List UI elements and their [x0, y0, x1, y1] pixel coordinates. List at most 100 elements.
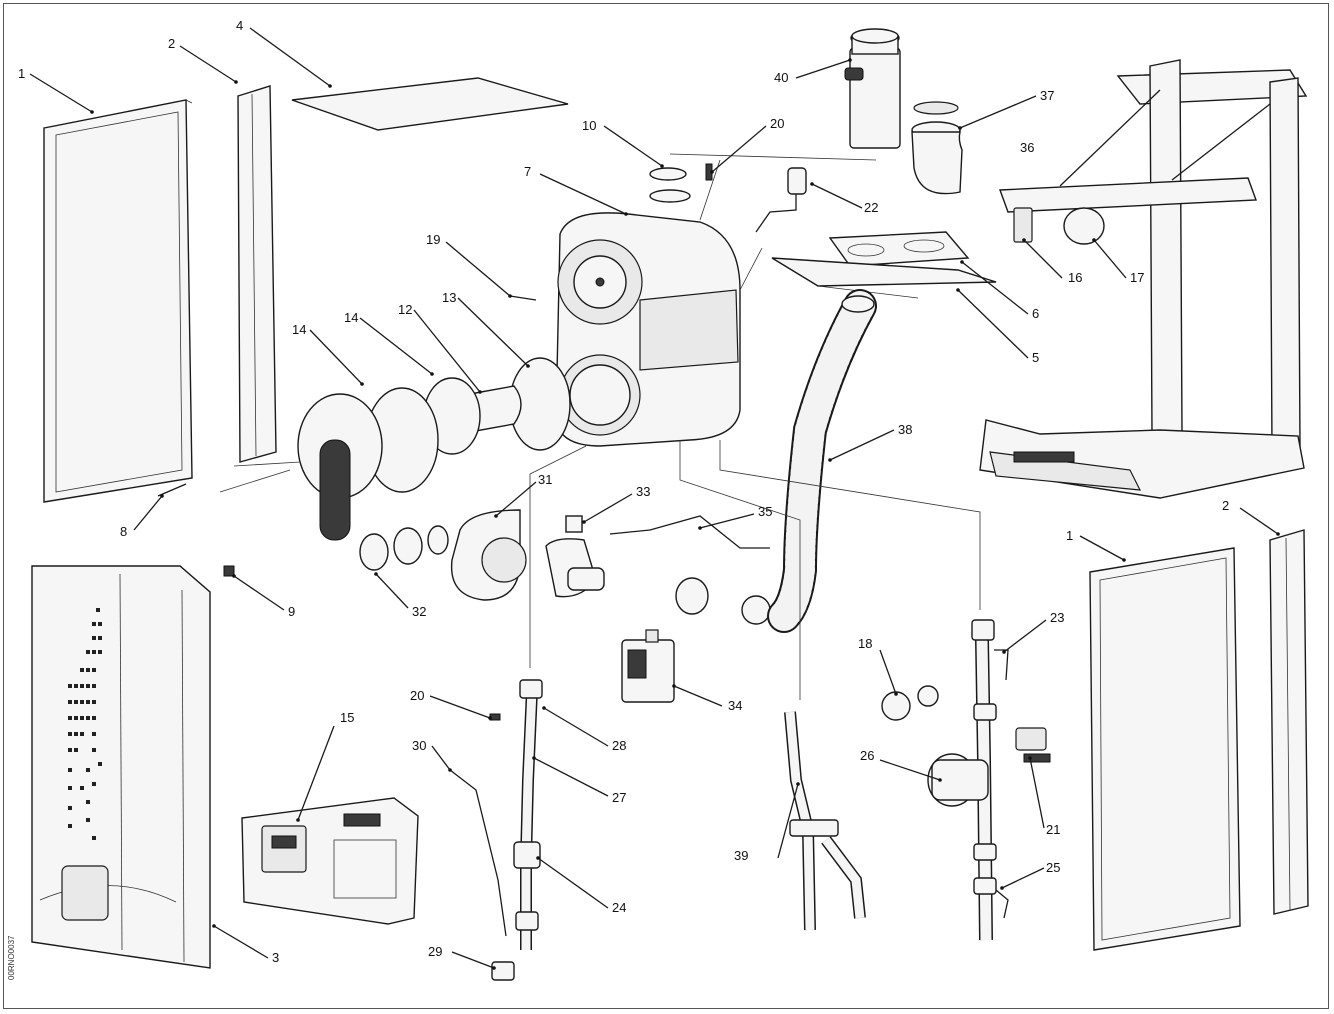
- flue-elbow: [911, 101, 963, 195]
- leader-line: [451, 951, 495, 969]
- leader-line: [711, 125, 767, 173]
- leader-line: [233, 575, 285, 611]
- leader-arrowhead: [1002, 650, 1006, 654]
- callout-9: 9: [232, 574, 295, 619]
- clip-9: [223, 565, 235, 577]
- callout-28: 28: [542, 706, 626, 753]
- callout-number: 19: [426, 232, 440, 247]
- leader-arrowhead: [90, 110, 94, 114]
- gas-valve-34: [621, 629, 675, 703]
- callout-number: 26: [860, 748, 874, 763]
- side-panel-right: [1089, 547, 1241, 951]
- leader-line: [133, 495, 163, 531]
- leader-arrowhead: [1276, 532, 1280, 536]
- leader-arrowhead: [958, 126, 962, 130]
- callout-33: 33: [582, 484, 650, 524]
- callout-38: 38: [828, 422, 912, 462]
- side-panel-left: [43, 99, 193, 503]
- leader-arrowhead: [448, 768, 452, 772]
- leader-arrowhead: [488, 716, 492, 720]
- flue-adaptor: [844, 28, 901, 149]
- callout-number: 15: [340, 710, 354, 725]
- side-rail-right: [1269, 529, 1309, 915]
- callout-8: 8: [120, 494, 164, 539]
- sensor-part-16: [1013, 207, 1033, 243]
- callout-number: 1: [18, 66, 25, 81]
- callout-number: 30: [412, 738, 426, 753]
- callout-34: 34: [672, 684, 742, 713]
- callout-number: 27: [612, 790, 626, 805]
- leader-line: [961, 261, 1029, 315]
- rings-32: [359, 525, 449, 571]
- callout-12: 12: [398, 302, 482, 394]
- leader-line: [179, 45, 237, 83]
- leader-line: [543, 707, 609, 747]
- callout-27: 27: [532, 756, 626, 805]
- callout-number: 10: [582, 118, 596, 133]
- callout-number: 4: [236, 18, 243, 33]
- leader-arrowhead: [956, 288, 960, 292]
- leader-arrowhead: [360, 382, 364, 386]
- callout-number: 39: [734, 848, 748, 863]
- callout-number: 38: [898, 422, 912, 437]
- callout-number: 21: [1046, 822, 1060, 837]
- electrode-8: [157, 483, 187, 497]
- leader-line: [431, 745, 451, 771]
- callout-number: 5: [1032, 350, 1039, 365]
- leader-arrowhead: [536, 856, 540, 860]
- callout-35: 35: [698, 504, 772, 530]
- leader-arrowhead: [542, 706, 546, 710]
- callout-number: 34: [728, 698, 742, 713]
- leader-arrowhead: [494, 514, 498, 518]
- leader-arrowhead: [492, 966, 496, 970]
- leader-arrowhead: [212, 924, 216, 928]
- leader-line: [29, 73, 93, 113]
- leader-line: [1093, 239, 1127, 279]
- callout-1: 1: [1066, 528, 1126, 562]
- callout-6: 6: [960, 260, 1039, 321]
- callout-22: 22: [810, 182, 878, 215]
- callout-number: 14: [344, 310, 358, 325]
- callout-15: 15: [296, 710, 354, 822]
- callout-number: 29: [428, 944, 442, 959]
- callout-2: 2: [168, 36, 238, 84]
- leader-arrowhead: [796, 782, 800, 786]
- callout-number: 32: [412, 604, 426, 619]
- callout-24: 24: [536, 856, 626, 915]
- callout-14: 14: [292, 322, 364, 386]
- leader-line: [297, 725, 335, 821]
- leader-line: [1239, 507, 1279, 535]
- leader-arrowhead: [960, 260, 964, 264]
- callout-number: 8: [120, 524, 127, 539]
- leader-arrowhead: [1000, 886, 1004, 890]
- leader-line: [1023, 239, 1063, 279]
- callout-23: 23: [1002, 610, 1064, 654]
- leader-arrowhead: [430, 372, 434, 376]
- fan-31: [450, 509, 527, 601]
- callout-40: 40: [774, 58, 852, 85]
- leader-line: [699, 513, 755, 529]
- callout-21: 21: [1028, 756, 1060, 837]
- callout-number: 12: [398, 302, 412, 317]
- callout-number: 20: [770, 116, 784, 131]
- callout-number: 3: [272, 950, 279, 965]
- drain-cock-29: [491, 961, 515, 981]
- leader-line: [811, 183, 863, 209]
- sensor-21: [1015, 727, 1051, 763]
- leader-line: [457, 297, 529, 367]
- callout-number: 7: [524, 164, 531, 179]
- leader-line: [959, 95, 1037, 129]
- callout-36: 36: [1020, 140, 1034, 155]
- leader-arrowhead: [894, 692, 898, 696]
- callout-number: 23: [1050, 610, 1064, 625]
- leader-line: [1079, 535, 1125, 561]
- burner-door: [297, 393, 383, 541]
- callout-29: 29: [428, 944, 496, 970]
- leader-line: [1001, 867, 1045, 889]
- leader-line: [673, 685, 723, 707]
- heat-exchanger: [555, 167, 741, 447]
- leader-arrowhead: [582, 520, 586, 524]
- leader-line: [879, 649, 897, 695]
- callout-10: 10: [582, 118, 664, 168]
